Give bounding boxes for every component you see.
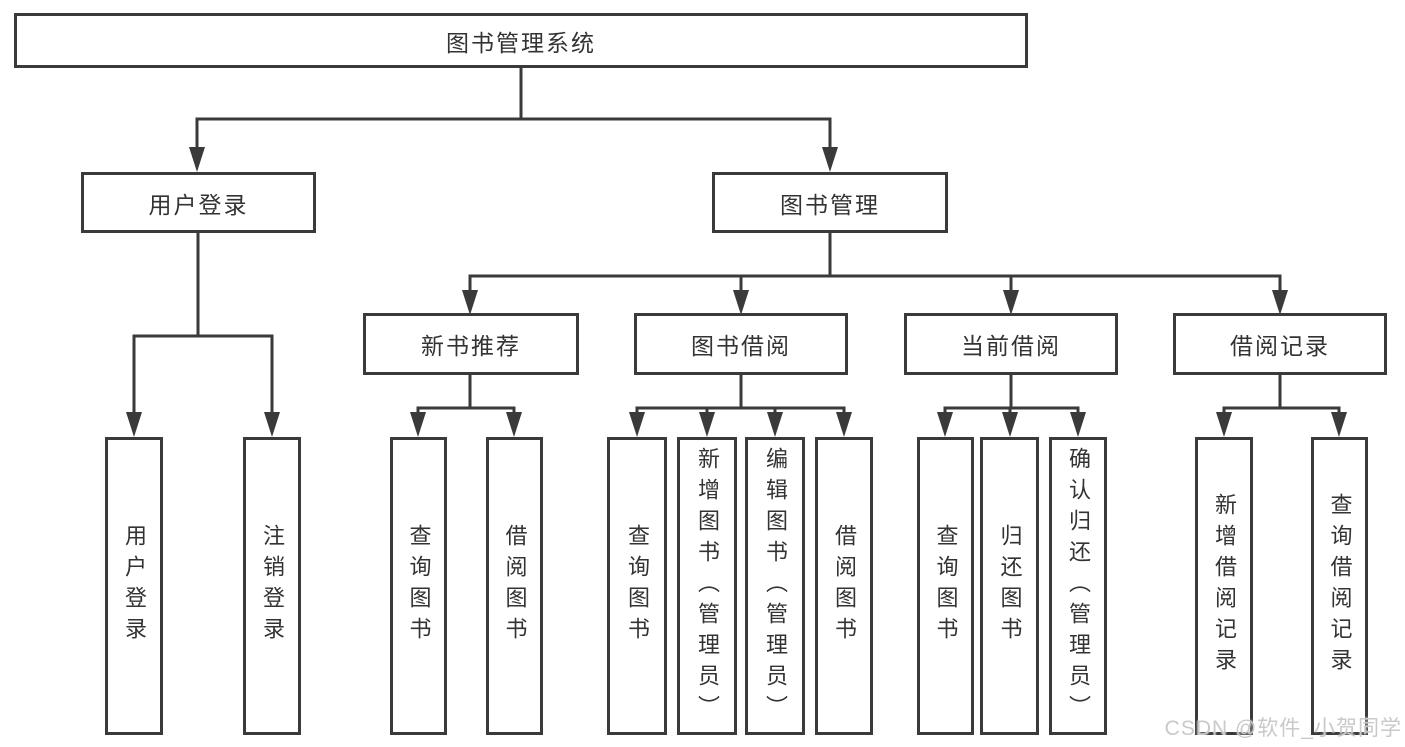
leaf-edit-books-admin-label: 编辑图书（管理员） xyxy=(763,446,788,726)
node-new-book-recommend-label: 新书推荐 xyxy=(421,333,521,359)
leaf-borrow-books-borrowing: 借阅图书 xyxy=(815,437,873,735)
leaf-return-books: 归还图书 xyxy=(980,437,1039,735)
leaf-add-borrow-record-label: 新增借阅记录 xyxy=(1212,493,1237,679)
leaf-confirm-return-admin-label: 确认归还（管理员） xyxy=(1066,446,1091,726)
leaf-logout-label: 注销登录 xyxy=(260,524,285,648)
leaf-user-login: 用户登录 xyxy=(105,437,163,735)
leaf-query-borrow-record-label: 查询借阅记录 xyxy=(1327,493,1353,679)
node-borrow-records: 借阅记录 xyxy=(1173,313,1387,375)
leaf-query-books-recommend-label: 查询图书 xyxy=(406,524,432,648)
leaf-borrow-books-recommend-label: 借阅图书 xyxy=(502,524,528,648)
leaf-query-borrow-record: 查询借阅记录 xyxy=(1311,437,1368,735)
leaf-borrow-books-recommend: 借阅图书 xyxy=(486,437,543,735)
leaf-logout: 注销登录 xyxy=(243,437,301,735)
node-user-login-label: 用户登录 xyxy=(148,191,249,218)
node-user-login: 用户登录 xyxy=(81,172,316,233)
root-node-library-system: 图书管理系统 xyxy=(14,13,1028,68)
leaf-query-books-current: 查询图书 xyxy=(917,437,974,735)
connector-login-group xyxy=(132,231,274,415)
csdn-watermark: CSDN @软件_小贺同学 xyxy=(1164,717,1402,740)
connector-records-group xyxy=(1222,373,1341,415)
leaf-query-books-recommend: 查询图书 xyxy=(390,437,447,735)
connector-management-group xyxy=(468,231,1282,293)
leaf-borrow-books-borrowing-label: 借阅图书 xyxy=(832,524,857,648)
leaf-add-books-admin-label: 新增图书（管理员） xyxy=(695,446,720,726)
leaf-query-books-borrowing: 查询图书 xyxy=(607,437,667,735)
node-current-borrowing-label: 当前借阅 xyxy=(961,333,1061,359)
node-new-book-recommend: 新书推荐 xyxy=(363,313,579,375)
leaf-edit-books-admin: 编辑图书（管理员） xyxy=(745,437,805,735)
node-borrow-records-label: 借阅记录 xyxy=(1230,333,1330,359)
connector-borrowing-group xyxy=(635,373,846,415)
leaf-user-login-label: 用户登录 xyxy=(122,524,147,648)
connector-current-group xyxy=(943,373,1080,415)
node-book-borrowing-label: 图书借阅 xyxy=(691,333,791,359)
leaf-query-books-borrowing-label: 查询图书 xyxy=(625,524,650,648)
leaf-return-books-label: 归还图书 xyxy=(997,524,1023,648)
arrowheads xyxy=(126,147,1347,437)
leaf-query-books-current-label: 查询图书 xyxy=(933,524,959,648)
root-node-label: 图书管理系统 xyxy=(446,29,596,56)
leaf-add-books-admin: 新增图书（管理员） xyxy=(677,437,737,735)
node-current-borrowing: 当前借阅 xyxy=(904,313,1118,375)
leaf-confirm-return-admin: 确认归还（管理员） xyxy=(1049,437,1107,735)
node-book-borrowing: 图书借阅 xyxy=(634,313,848,375)
node-book-management: 图书管理 xyxy=(712,172,948,233)
connector-recommend-group xyxy=(416,373,516,415)
connector-root-stem xyxy=(195,66,832,150)
node-book-management-label: 图书管理 xyxy=(780,191,880,218)
leaf-add-borrow-record: 新增借阅记录 xyxy=(1195,437,1253,735)
